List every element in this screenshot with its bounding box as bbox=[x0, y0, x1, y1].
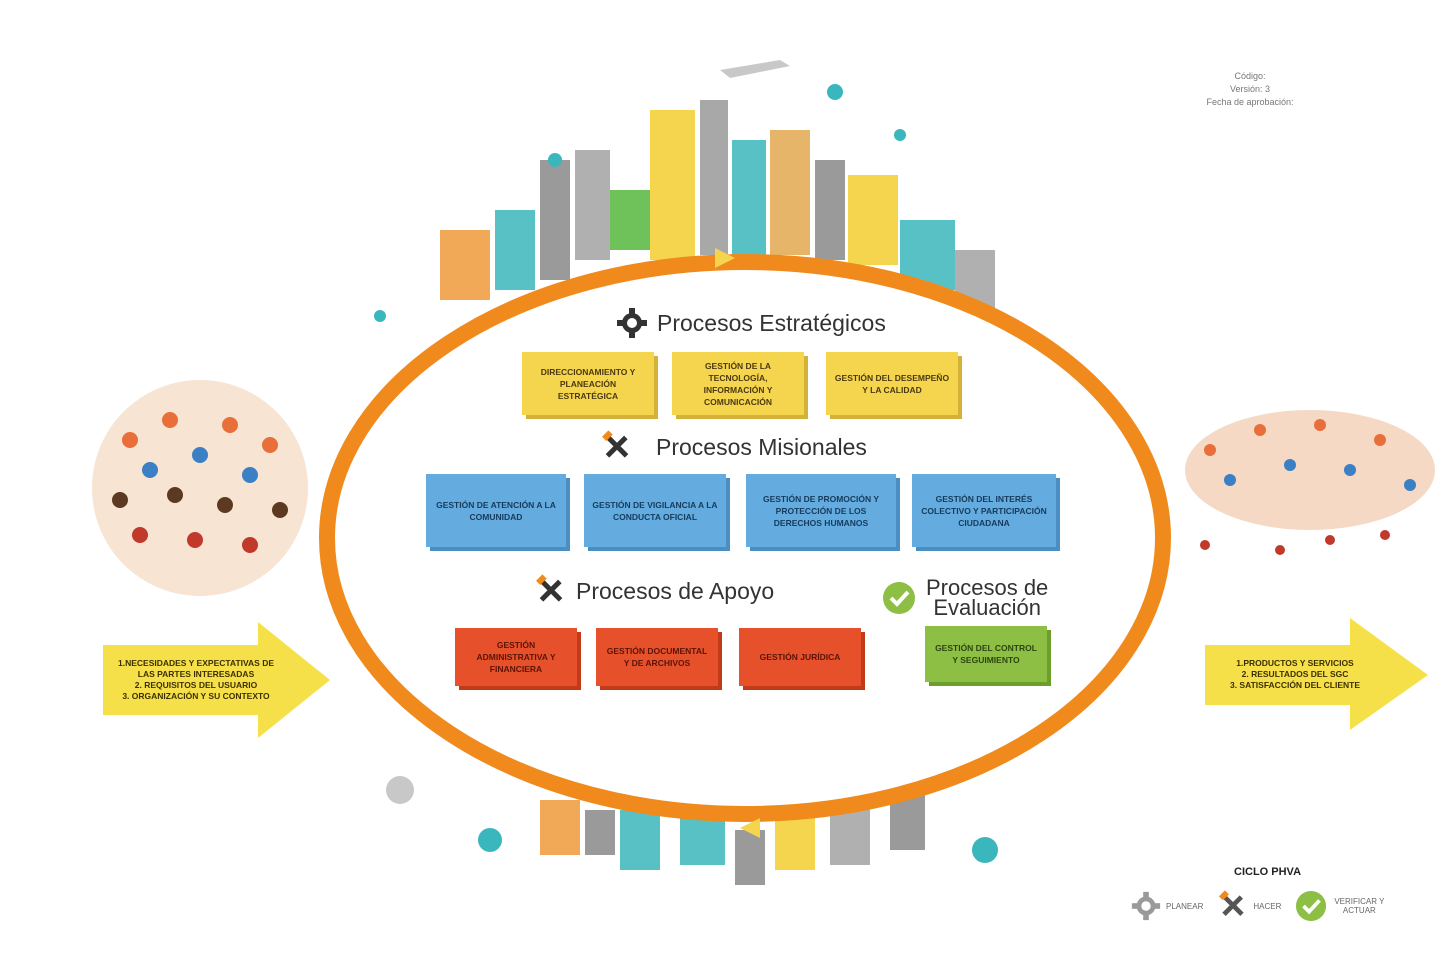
input-line-3: 2. Requisitos del usuario bbox=[134, 680, 258, 690]
legend-item-planear: Planear bbox=[1130, 890, 1203, 922]
customers-crowd-icon bbox=[1185, 410, 1435, 555]
check-circle-icon bbox=[1296, 890, 1327, 922]
phva-legend: CICLO PHVA Planear Hacer bbox=[1130, 866, 1430, 922]
version-label: Versión: 3 bbox=[1229, 84, 1271, 94]
missional-title-text: Procesos Misionales bbox=[656, 433, 867, 460]
stakeholders-crowd-icon bbox=[92, 380, 308, 596]
legend-title: CICLO PHVA bbox=[1234, 866, 1302, 878]
output-results-text: 1.Productos y servicios 2. Resultados de… bbox=[1215, 658, 1375, 691]
input-line-1: 1.Necesidades y expectativas de bbox=[117, 658, 275, 668]
evaluation-title-line2: Evaluación bbox=[933, 595, 1041, 620]
box-direccionamiento: Direccionamiento y planeación estratégic… bbox=[522, 352, 654, 415]
strategic-processes-title: Procesos Estratégicos bbox=[615, 306, 886, 340]
gear-icon bbox=[1131, 891, 1161, 921]
box-gestion-juridica: Gestión jurídica bbox=[739, 628, 861, 686]
ring-arrow-bottom bbox=[740, 818, 760, 838]
output-line-3: 3. Satisfacción del cliente bbox=[1229, 680, 1361, 690]
gear-icon bbox=[617, 308, 647, 338]
output-line-1: 1.Productos y servicios bbox=[1236, 658, 1354, 668]
input-requirements-text: 1.Necesidades y expectativas de las part… bbox=[108, 658, 284, 702]
evaluation-title-line1: Procesos de bbox=[926, 575, 1049, 600]
tools-icon bbox=[602, 430, 629, 458]
box-control-seguimiento: Gestión del control y seguimiento bbox=[925, 626, 1047, 682]
box-gestion-documental: Gestión documental y de archivos bbox=[596, 628, 718, 686]
output-arrow bbox=[1205, 618, 1428, 730]
box-promocion-derechos: Gestión de promoción y protección de los… bbox=[746, 474, 896, 547]
legend-item-hacer: Hacer bbox=[1217, 890, 1281, 922]
box-atencion-comunidad: Gestión de atención a la comunidad bbox=[426, 474, 566, 547]
box-administrativa-financiera: Gestión administrativa y financiera bbox=[455, 628, 577, 686]
missional-processes-title: Procesos Misionales bbox=[600, 430, 867, 464]
input-line-2: las partes interesadas bbox=[137, 669, 255, 679]
legend-label-planear: Planear bbox=[1166, 901, 1204, 911]
box-gestion-desempeno: Gestión del desempeño y la calidad bbox=[826, 352, 958, 415]
box-gestion-tecnologia: Gestión de la tecnología, información y … bbox=[672, 352, 804, 415]
evaluation-processes-title: Procesos de Evaluación bbox=[882, 575, 1049, 620]
legend-label-hacer: Hacer bbox=[1253, 901, 1282, 911]
legend-item-verificar: Verificar y actuar bbox=[1295, 890, 1387, 922]
support-title-text: Procesos de Apoyo bbox=[576, 577, 775, 604]
orange-cycle-ring bbox=[319, 254, 1171, 822]
input-line-4: 3. Organización y su contexto bbox=[122, 691, 270, 701]
code-label: Código: bbox=[1234, 71, 1266, 81]
tools-icon bbox=[536, 574, 563, 602]
city-skyline-bottom bbox=[386, 776, 998, 885]
support-processes-title: Procesos de Apoyo bbox=[534, 574, 774, 608]
output-line-2: 2. Resultados del SGC bbox=[1241, 669, 1349, 679]
legend-label-verificar: Verificar y actuar bbox=[1334, 897, 1385, 915]
strategic-title-text: Procesos Estratégicos bbox=[657, 309, 886, 336]
ring-arrow-top bbox=[715, 248, 735, 268]
check-circle-icon bbox=[883, 582, 915, 614]
approval-date-label: Fecha de aprobación: bbox=[1206, 97, 1294, 107]
box-vigilancia-conducta: Gestión de vigilancia a la conducta ofic… bbox=[584, 474, 726, 547]
box-interes-colectivo: Gestión del interés colectivo y particip… bbox=[912, 474, 1056, 547]
input-arrow bbox=[103, 622, 330, 738]
document-meta: Código: Versión: 3 Fecha de aprobación: bbox=[1180, 70, 1320, 109]
tools-icon bbox=[1219, 890, 1245, 916]
